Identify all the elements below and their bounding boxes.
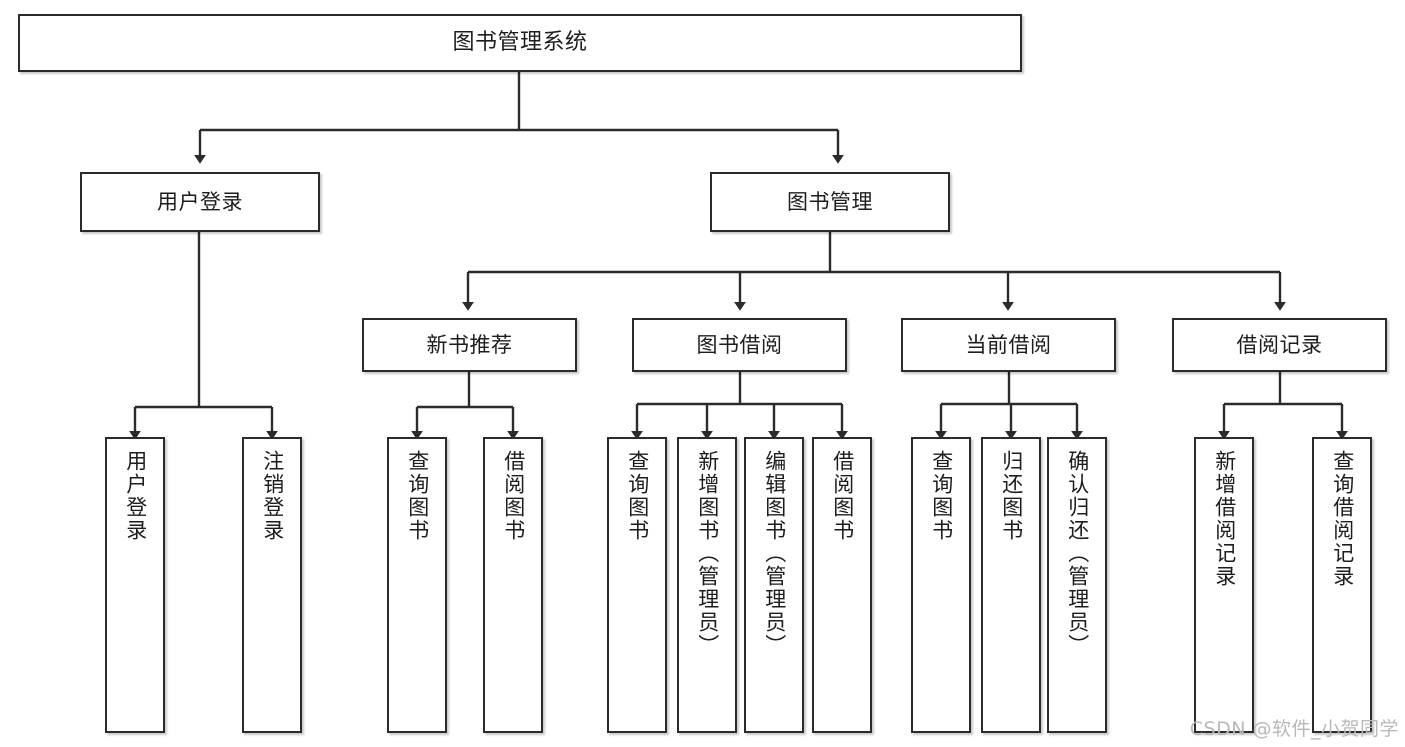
leaf-book-borrow-add[interactable]: 新增图书（管理员） — [677, 437, 737, 733]
leaf-label: 借阅图书 — [830, 450, 855, 542]
node-borrow-record[interactable]: 借阅记录 — [1172, 318, 1387, 372]
leaf-label: 确认归还（管理员） — [1065, 450, 1090, 657]
leaf-label: 查询借阅记录 — [1330, 450, 1355, 588]
leaf-label: 编辑图书（管理员） — [762, 450, 787, 657]
leaf-book-borrow-query[interactable]: 查询图书 — [607, 437, 667, 733]
node-root[interactable]: 图书管理系统 — [18, 14, 1022, 72]
node-book-borrow[interactable]: 图书借阅 — [632, 318, 847, 372]
leaf-user-login-logout[interactable]: 注销登录 — [242, 437, 302, 733]
leaf-borrow-record-query[interactable]: 查询借阅记录 — [1312, 437, 1372, 733]
leaf-current-borrow-return[interactable]: 归还图书 — [981, 437, 1041, 733]
node-book-manage-label: 图书管理 — [787, 189, 873, 214]
leaf-book-borrow-edit[interactable]: 编辑图书（管理员） — [744, 437, 804, 733]
leaf-label: 注销登录 — [260, 450, 285, 542]
node-current-borrow-label: 当前借阅 — [965, 332, 1052, 357]
leaf-label: 归还图书 — [999, 450, 1024, 542]
node-borrow-record-label: 借阅记录 — [1236, 332, 1323, 357]
leaf-label: 用户登录 — [123, 450, 148, 542]
node-book-borrow-label: 图书借阅 — [696, 332, 783, 357]
node-root-label: 图书管理系统 — [452, 30, 588, 56]
leaf-label: 新增图书（管理员） — [695, 450, 720, 657]
leaf-current-borrow-query[interactable]: 查询图书 — [911, 437, 971, 733]
leaf-label: 查询图书 — [625, 450, 650, 542]
leaf-label: 新增借阅记录 — [1212, 450, 1237, 588]
leaf-label: 查询图书 — [929, 450, 954, 542]
leaf-borrow-record-add[interactable]: 新增借阅记录 — [1194, 437, 1254, 733]
leaf-new-book-query[interactable]: 查询图书 — [387, 437, 447, 733]
node-new-book-label: 新书推荐 — [426, 332, 513, 357]
leaf-new-book-borrow[interactable]: 借阅图书 — [483, 437, 543, 733]
leaf-book-borrow-borrow[interactable]: 借阅图书 — [812, 437, 872, 733]
leaf-user-login-login[interactable]: 用户登录 — [105, 437, 165, 733]
node-user-login-label: 用户登录 — [157, 189, 243, 214]
leaf-label: 借阅图书 — [501, 450, 526, 542]
node-current-borrow[interactable]: 当前借阅 — [901, 318, 1116, 372]
node-book-manage[interactable]: 图书管理 — [710, 172, 950, 232]
node-user-login[interactable]: 用户登录 — [80, 172, 320, 232]
leaf-current-borrow-confirm[interactable]: 确认归还（管理员） — [1047, 437, 1107, 733]
leaf-label: 查询图书 — [405, 450, 430, 542]
watermark-text: CSDN @软件_小贺同学 — [1189, 718, 1399, 740]
node-new-book[interactable]: 新书推荐 — [362, 318, 577, 372]
